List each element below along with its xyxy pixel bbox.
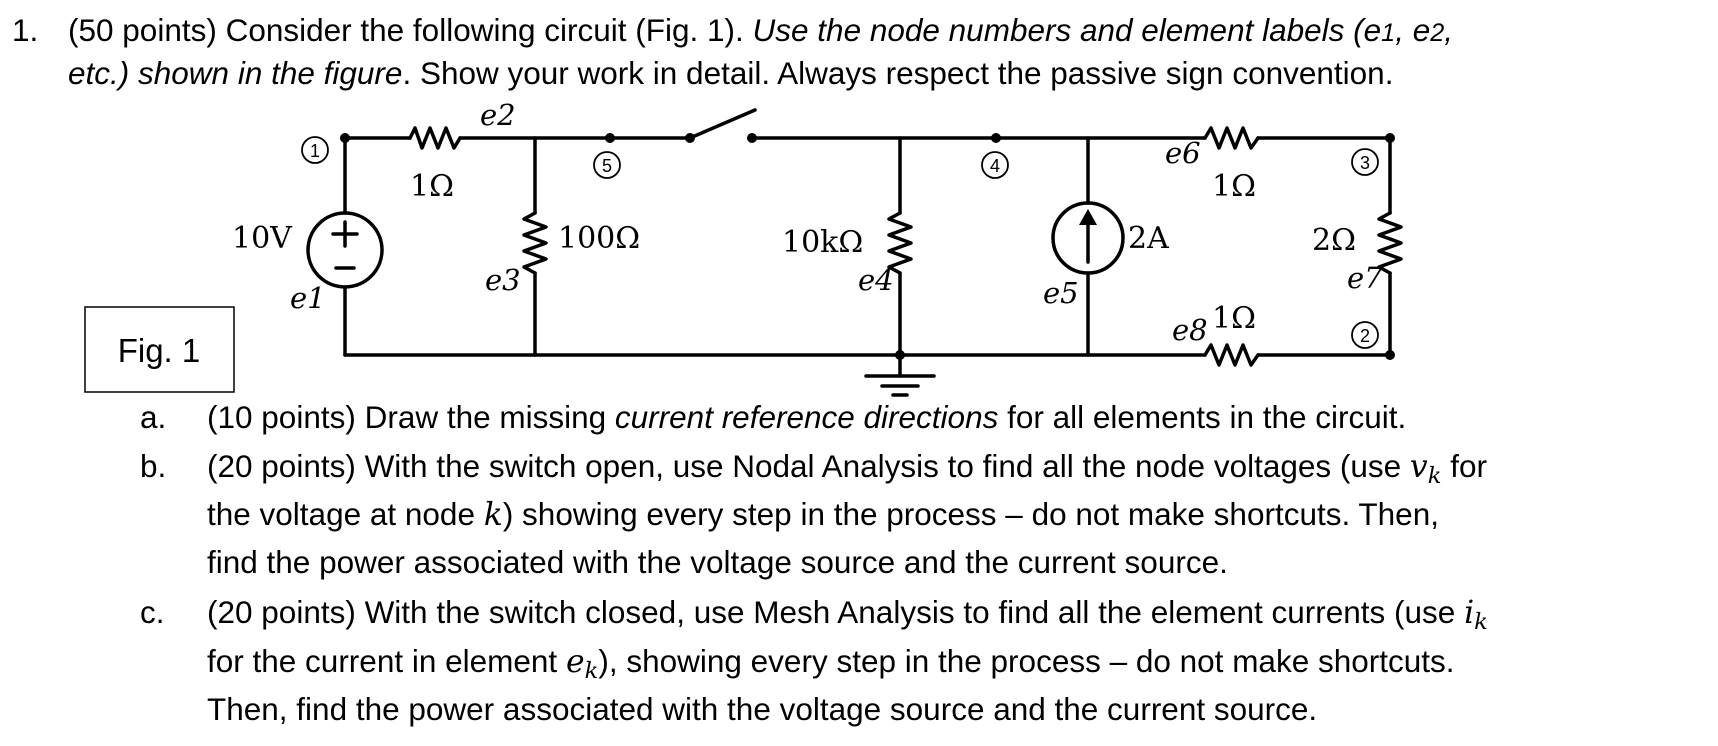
intro-text: Consider the following circuit (Fig. 1). xyxy=(216,12,753,48)
label-e8: e8 xyxy=(1172,313,1208,347)
r-e8-value: 1Ω xyxy=(1212,301,1256,336)
label-e3: e3 xyxy=(485,263,521,297)
node-3-marker xyxy=(1351,148,1379,176)
resistor-e2 xyxy=(408,126,462,150)
label-e7: e7 xyxy=(1347,261,1383,295)
node-3-label: 3 xyxy=(1360,153,1370,173)
source-i-value: 2A xyxy=(1128,221,1169,256)
part-a-line-1: (10 points) Draw the missing current ref… xyxy=(207,399,1407,435)
node-1-marker xyxy=(301,136,329,164)
switch xyxy=(688,108,757,140)
node-2-label: 2 xyxy=(1360,326,1370,346)
source-v-value: 10V xyxy=(232,221,293,256)
label-e4: e4 xyxy=(858,263,894,297)
points-label: (50 points) xyxy=(68,12,217,48)
r-e7-value: 2Ω xyxy=(1312,223,1356,258)
intro-text-2: . Show your work in detail. Always respe… xyxy=(402,55,1394,91)
figure-caption: Fig. 1 xyxy=(118,332,201,369)
node-4-marker xyxy=(981,151,1009,179)
node-2-marker xyxy=(1351,321,1379,349)
problem-intro-line: (50 points) Consider the following circu… xyxy=(68,12,1453,48)
resistor-e7 xyxy=(1377,211,1403,275)
part-c-line-2: for the current in element ek), showing … xyxy=(207,643,1455,684)
part-b-line-1: (20 points) With the switch open, use No… xyxy=(207,448,1487,489)
r-e3-value: 100Ω xyxy=(558,221,640,256)
part-a-marker: a. xyxy=(140,399,167,435)
part-c-marker: c. xyxy=(140,594,165,630)
r-e2-value: 1Ω xyxy=(410,169,454,204)
resistor-e4 xyxy=(887,211,913,275)
figure-caption-box xyxy=(84,306,235,393)
node-1-label: 1 xyxy=(310,141,320,161)
node-5-marker xyxy=(593,151,621,179)
label-e5: e5 xyxy=(1043,276,1079,310)
label-e2: e2 xyxy=(480,98,516,132)
r-e6-value: 1Ω xyxy=(1212,169,1256,204)
part-b-marker: b. xyxy=(140,448,167,484)
problem-number: 1. xyxy=(12,12,39,48)
resistor-e8 xyxy=(1203,343,1260,367)
part-c-line-3: Then, find the power associated with the… xyxy=(207,691,1318,727)
intro-italic-2: etc.) shown in the figure xyxy=(68,55,403,91)
resistor-e3 xyxy=(522,211,548,275)
part-c-line-1: (20 points) With the switch closed, use … xyxy=(207,594,1488,635)
label-e1: e1 xyxy=(290,281,326,315)
intro-italic: Use the node numbers and element labels … xyxy=(752,12,1453,48)
part-b-line-2: the voltage at node k) showing every ste… xyxy=(207,496,1439,533)
node-4-label: 4 xyxy=(990,156,1000,176)
label-e6: e6 xyxy=(1165,136,1201,170)
part-b-line-3: find the power associated with the volta… xyxy=(207,544,1228,580)
resistor-e6 xyxy=(1203,126,1260,150)
node-5-label: 5 xyxy=(602,156,612,176)
r-e4-value: 10kΩ xyxy=(782,225,863,260)
problem-intro-line-2: etc.) shown in the figure. Show your wor… xyxy=(68,55,1394,91)
